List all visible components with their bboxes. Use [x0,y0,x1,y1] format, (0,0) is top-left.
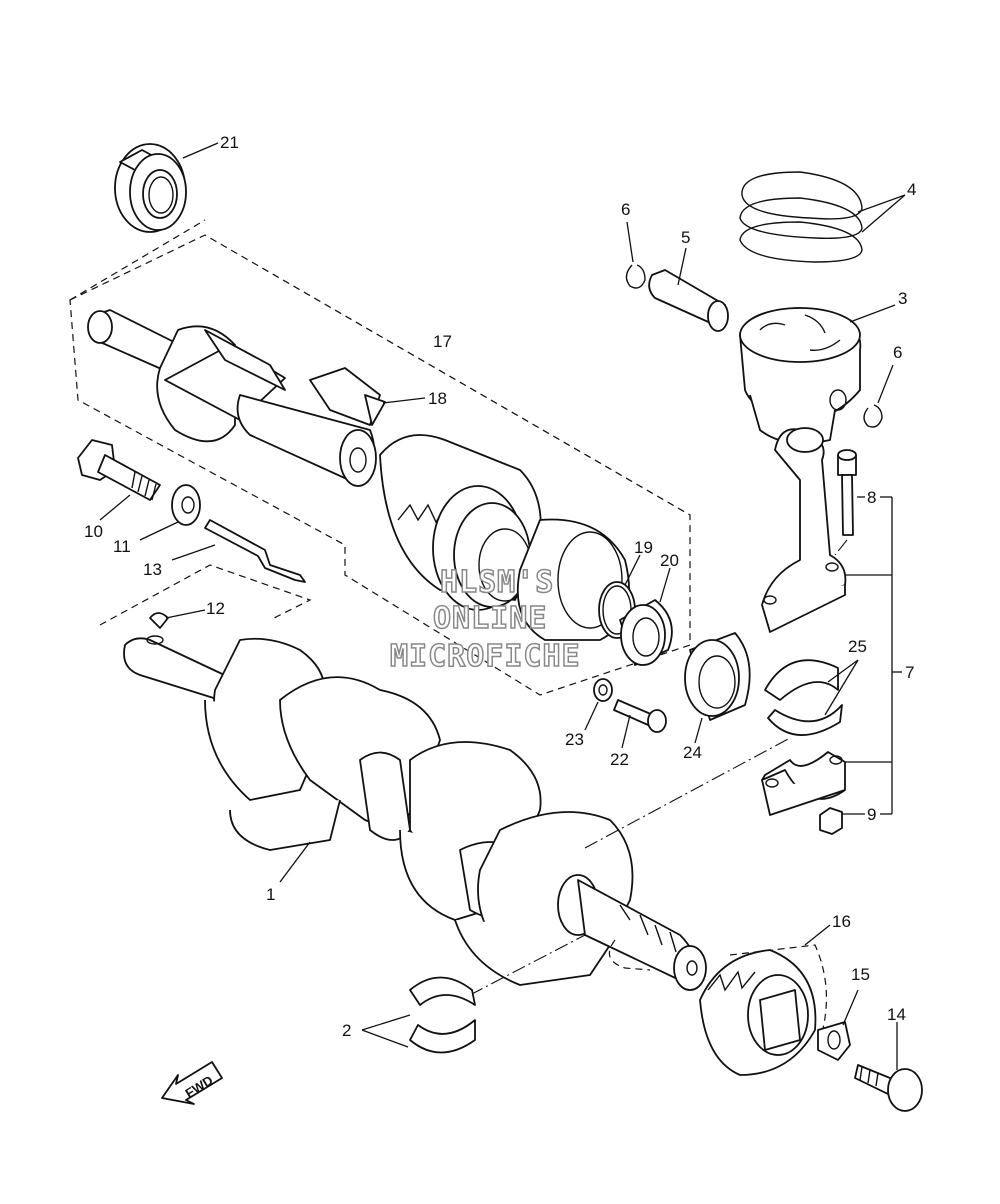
part-21-bearing [114,142,219,233]
callout-23: 23 [565,730,584,749]
watermark: HLSM'S ONLINE MICROFICHE [389,564,581,675]
part-18-balancer-weight [309,367,426,426]
watermark-line-1: HLSM'S [440,565,554,600]
callout-14: 14 [887,1005,906,1024]
part-12-key [149,609,206,629]
part-25-rod-bearings [764,659,859,736]
part-23-washer [584,678,613,731]
part-13-plate [99,519,312,626]
part-16-drive-gear [699,924,831,1076]
callout-12: 12 [206,599,225,618]
part-11-washer [139,484,201,541]
callout-13: 13 [143,560,162,579]
callout-22: 22 [610,750,629,769]
watermark-line-2: ONLINE [433,601,547,636]
callout-labels: 21 4 6 5 3 6 17 18 8 10 11 19 20 13 12 2… [84,133,916,1040]
callout-9: 9 [867,805,876,824]
part-6-circlip-bottom [863,364,894,428]
callout-5: 5 [681,228,690,247]
part-3-piston [739,304,896,445]
part-4-piston-rings [739,171,906,263]
callout-18: 18 [428,389,447,408]
part-2-crank-bearings [361,976,476,1054]
callout-6-top: 6 [621,200,630,219]
callout-3: 3 [898,289,907,308]
callout-15: 15 [851,965,870,984]
callout-19: 19 [634,538,653,557]
part-10-bolt [77,439,161,521]
callout-10: 10 [84,522,103,541]
callout-11: 11 [113,537,131,556]
fwd-arrow-icon: FWD [161,1061,223,1105]
balancer-group-outline [69,234,691,696]
callout-4: 4 [907,180,916,199]
callout-21: 21 [220,133,239,152]
part-20-collar [619,567,673,666]
callout-16: 16 [832,912,851,931]
part-5-piston-pin [648,247,729,332]
callout-25: 25 [848,637,867,656]
balancer-driven-gear [379,434,630,641]
callout-7: 7 [905,663,914,682]
callout-20: 20 [660,551,679,570]
part-6-circlip-top [625,221,646,289]
callout-6-bottom: 6 [893,343,902,362]
part-9-nut [819,807,865,835]
callout-8: 8 [867,488,876,507]
part-14-bolt [854,1022,923,1112]
part-8-rod-bolt [834,449,865,556]
callout-2: 2 [342,1021,351,1040]
part-24-oil-seal [684,632,751,744]
part-1-crankshaft [123,635,707,991]
rod-cap [761,751,846,816]
callout-17: 17 [433,332,452,351]
part-15-lock-washer [817,989,859,1061]
part-7-bracket [845,496,902,815]
part-17-balancer-shaft [87,309,377,487]
callout-24: 24 [683,743,702,762]
callout-1: 1 [266,885,275,904]
part-22-bolt [613,699,667,749]
watermark-line-3: MICROFICHE [390,639,581,674]
part-7-connecting-rod [761,427,847,633]
